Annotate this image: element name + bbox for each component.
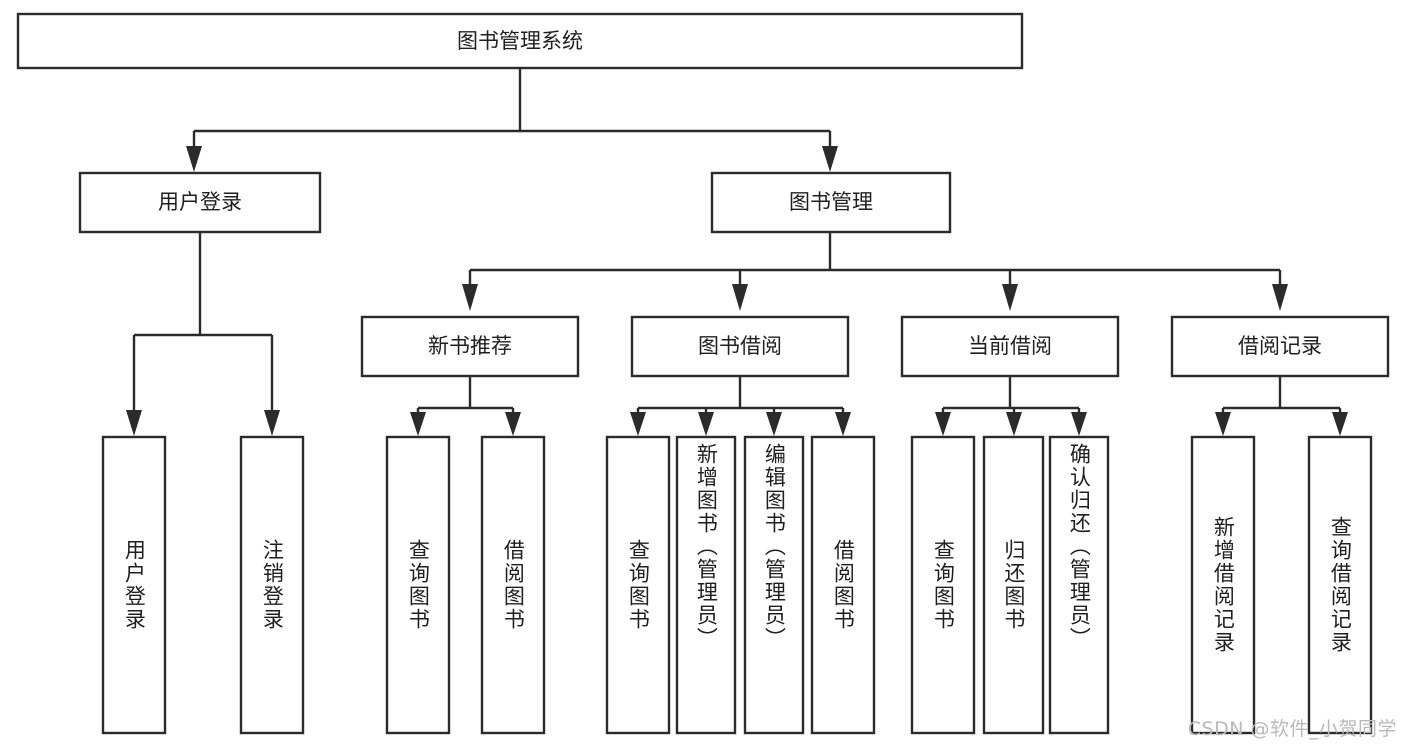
connector-group-book-manage: [462, 232, 1288, 311]
connector-group-borrow-record: [1215, 376, 1348, 436]
node-new-book-box[interactable]: [360, 315, 580, 378]
leaf-box-return-book[interactable]: [982, 435, 1045, 735]
connector-group-current-borrow: [935, 376, 1087, 436]
csdn-watermark: CSDN @软件_小贺同学: [1187, 718, 1397, 740]
leaf-box-query-book-current[interactable]: [910, 435, 976, 735]
leaf-box-user-login[interactable]: [101, 435, 167, 735]
leaf-box-add-borrow-record[interactable]: [1190, 435, 1256, 735]
connector-group-book-borrow: [630, 376, 851, 436]
arrowhead-borrow-leaf-1: [630, 412, 646, 436]
leaf-box-confirm-return-admin[interactable]: [1048, 435, 1110, 735]
arrowhead-root-to-book: [822, 146, 838, 172]
node-user-login-label: 用户登录: [158, 190, 242, 214]
arrowhead-book-to-current: [1002, 284, 1018, 311]
arrowhead-current-leaf-3: [1071, 412, 1087, 436]
arrowhead-user-leaf-2: [264, 410, 280, 436]
arrowhead-book-to-newbook: [462, 284, 478, 311]
node-book-borrow-box[interactable]: [630, 315, 850, 378]
arrowhead-root-to-user: [186, 146, 202, 172]
arrowhead-record-leaf-2: [1332, 412, 1348, 436]
connector-group-new-book: [410, 376, 521, 436]
arrowhead-record-leaf-1: [1215, 412, 1231, 436]
leaf-box-logout[interactable]: [239, 435, 305, 735]
node-borrow-record-label: 借阅记录: [1238, 334, 1322, 358]
node-current-borrow-label: 当前借阅: [968, 334, 1052, 358]
leaf-box-query-borrow-record[interactable]: [1307, 435, 1373, 735]
leaf-box-query-book-borrow[interactable]: [605, 435, 671, 735]
node-root-label: 图书管理系统: [457, 29, 583, 53]
arrowhead-book-to-record: [1272, 284, 1288, 311]
node-new-book-label: 新书推荐: [428, 334, 512, 358]
arrowhead-borrow-leaf-4: [835, 412, 851, 436]
arrowhead-user-leaf-1: [126, 410, 142, 436]
node-book-borrow-label: 图书借阅: [698, 334, 782, 358]
arrowhead-borrow-leaf-2: [698, 412, 714, 436]
node-user-login-box[interactable]: [78, 171, 322, 234]
arrowhead-newbook-leaf-2: [505, 412, 521, 436]
node-current-borrow-box[interactable]: [900, 315, 1120, 378]
arrowhead-borrow-leaf-3: [766, 412, 782, 436]
arrowhead-current-leaf-1: [935, 412, 951, 436]
arrowhead-newbook-leaf-1: [410, 412, 426, 436]
leaf-box-edit-book-admin[interactable]: [743, 435, 805, 735]
node-root-box[interactable]: [16, 12, 1024, 70]
node-book-manage-label: 图书管理: [789, 190, 873, 214]
leaf-box-borrow-book[interactable]: [810, 435, 876, 735]
connector-group-user-login: [126, 232, 280, 436]
node-borrow-record-box[interactable]: [1170, 315, 1390, 378]
node-book-manage-box[interactable]: [710, 171, 952, 234]
leaf-box-borrow-book-newbook[interactable]: [480, 435, 546, 735]
arrowhead-current-leaf-2: [1006, 412, 1022, 436]
arrowhead-book-to-borrow: [732, 284, 748, 311]
leaf-box-query-book-newbook[interactable]: [385, 435, 451, 735]
connector-group-root: [186, 68, 838, 172]
leaf-box-add-book-admin[interactable]: [675, 435, 737, 735]
